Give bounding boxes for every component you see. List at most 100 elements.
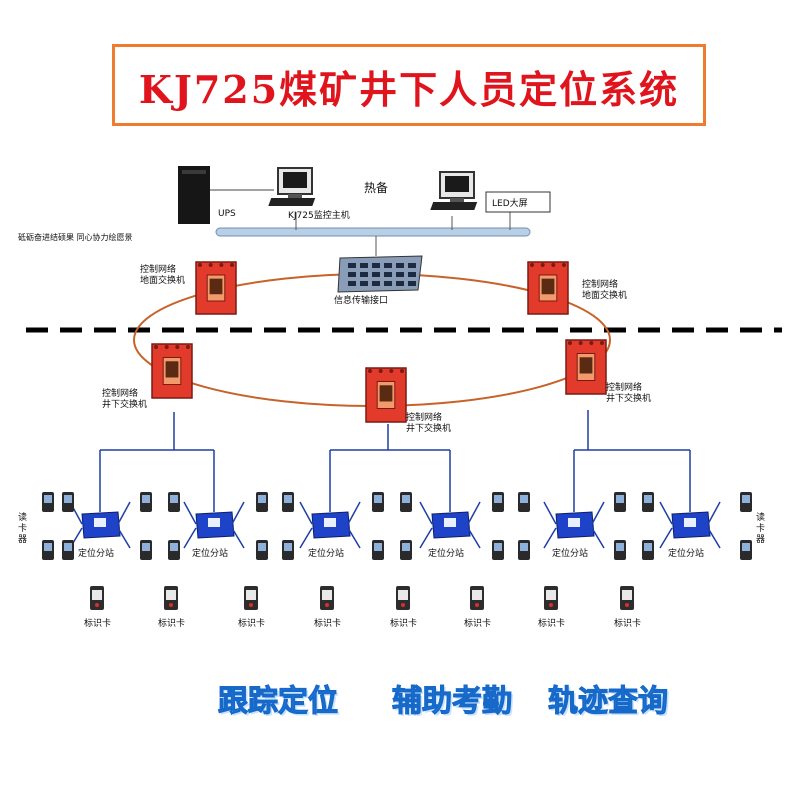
ups-label: UPS (218, 209, 236, 219)
reader-link (707, 501, 721, 525)
feature-trajectory: 轨迹查询 (548, 684, 669, 720)
card-reader-icon (642, 540, 654, 560)
card-reader-icon (256, 492, 268, 512)
ground-switch-right-label: 控制网络地面交换机 (582, 278, 627, 301)
card-reader-icon (400, 492, 412, 512)
station-label: 定位分站 (192, 547, 228, 559)
card-reader-icon (372, 540, 384, 560)
card-reader-icon (372, 492, 384, 512)
positioning-station-icon (431, 511, 471, 539)
reader-link (419, 527, 433, 549)
reader-label-left: 读卡器 (18, 511, 27, 545)
positioning-station-icon (81, 511, 121, 539)
station-label: 定位分站 (668, 547, 704, 559)
id-card-icon (164, 586, 178, 610)
card-reader-icon (518, 540, 530, 560)
card-reader-icon (614, 540, 626, 560)
card-reader-icon (62, 540, 74, 560)
card-reader-icon (140, 540, 152, 560)
tag-label: 标识卡 (238, 617, 265, 629)
hot-standby-label: 热备 (364, 181, 388, 195)
title-box: KJ725煤矿井下人员定位系统 (112, 44, 706, 126)
reader-link (231, 501, 245, 525)
positioning-station-icon (555, 511, 595, 539)
page-title: KJ725煤矿井下人员定位系统 (138, 67, 680, 112)
tag-label: 标识卡 (390, 617, 417, 629)
card-reader-icon (740, 540, 752, 560)
card-reader-icon (62, 492, 74, 512)
card-reader-icon (42, 492, 54, 512)
ethernet-bus (215, 227, 531, 237)
reader-link (299, 501, 313, 525)
reader-link (543, 501, 557, 525)
reader-link (117, 527, 131, 549)
underground-switch-icon (565, 339, 607, 395)
reader-link (419, 501, 433, 525)
reader-link (347, 501, 361, 525)
underground-switch-icon (151, 343, 193, 399)
station-label: 定位分站 (78, 547, 114, 559)
station-label: 定位分站 (428, 547, 464, 559)
reader-link (591, 527, 605, 549)
motto-text: 砥砺奋进结硕果 同心协力绘愿景 (18, 232, 133, 242)
card-reader-icon (642, 492, 654, 512)
standby-computer-icon (430, 171, 478, 210)
feature-attendance: 辅助考勤 (392, 684, 513, 720)
ups-server-icon (178, 166, 274, 224)
ground-switch-left-icon (195, 261, 237, 315)
ground-switch-right-icon (527, 261, 569, 315)
positioning-station-icon (195, 511, 235, 539)
card-reader-icon (282, 492, 294, 512)
tag-label: 标识卡 (158, 617, 185, 629)
positioning-station-icon (671, 511, 711, 539)
id-card-icon (620, 586, 634, 610)
reader-link (183, 501, 197, 525)
id-card-icon (320, 586, 334, 610)
station-label: 定位分站 (308, 547, 344, 559)
card-reader-icon (42, 540, 54, 560)
underground-switch-label: 控制网络井下交换机 (606, 381, 651, 404)
reader-link (347, 527, 361, 549)
tag-label: 标识卡 (314, 617, 341, 629)
led-label: LED大屏 (492, 197, 528, 209)
card-reader-icon (518, 492, 530, 512)
positioning-station-icon (311, 511, 351, 539)
underground-switch-label: 控制网络井下交换机 (406, 411, 451, 434)
tag-label: 标识卡 (614, 617, 641, 629)
tag-label: 标识卡 (538, 617, 565, 629)
reader-link (183, 527, 197, 549)
tag-label: 标识卡 (84, 617, 111, 629)
reader-link (659, 501, 673, 525)
reader-link (467, 501, 481, 525)
card-reader-icon (740, 492, 752, 512)
card-reader-icon (492, 492, 504, 512)
tag-label: 标识卡 (464, 617, 491, 629)
id-card-icon (544, 586, 558, 610)
reader-link (543, 527, 557, 549)
ground-switch-left-label: 控制网络地面交换机 (140, 263, 185, 286)
id-card-icon (90, 586, 104, 610)
reader-label-right: 读卡器 (756, 511, 765, 545)
reader-link (707, 527, 721, 549)
host-label: KJ725监控主机 (288, 209, 350, 221)
card-reader-icon (492, 540, 504, 560)
feature-tracking: 跟踪定位 (218, 684, 339, 720)
interface-rack-icon (337, 255, 423, 293)
reader-link (231, 527, 245, 549)
card-reader-icon (140, 492, 152, 512)
card-reader-icon (256, 540, 268, 560)
card-reader-icon (282, 540, 294, 560)
reader-link (299, 527, 313, 549)
host-computer-icon (268, 167, 316, 206)
reader-link (117, 501, 131, 525)
reader-link (659, 527, 673, 549)
reader-link (591, 501, 605, 525)
id-card-icon (470, 586, 484, 610)
reader-link (467, 527, 481, 549)
interface-label: 信息传输接口 (334, 294, 388, 306)
card-reader-icon (400, 540, 412, 560)
card-reader-icon (168, 492, 180, 512)
led-screen-icon (485, 191, 551, 213)
card-reader-icon (614, 492, 626, 512)
